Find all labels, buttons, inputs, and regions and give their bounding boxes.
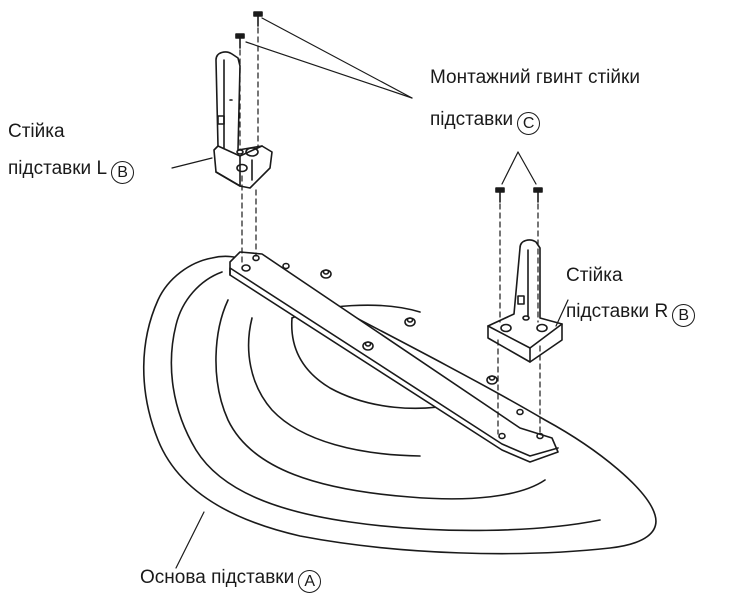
stand-base-outer	[142, 255, 657, 555]
screw-label: Монтажний гвинт стійки	[430, 67, 640, 88]
post-right-label: Стійка	[566, 265, 623, 286]
guide-lines	[239, 27, 541, 435]
stand-base-recess	[215, 299, 546, 500]
marker-b-left: B	[111, 161, 135, 184]
marker-a: A	[298, 570, 322, 593]
mounting-plate-edge	[229, 267, 559, 457]
screw-icon	[253, 11, 263, 27]
stand-post-left	[213, 51, 273, 189]
screw-icon	[495, 187, 505, 203]
marker-b-right: B	[672, 304, 696, 327]
screw-icon	[235, 33, 245, 49]
leader-lines	[171, 17, 569, 569]
stand-base-dome	[290, 317, 456, 410]
stand-post-right	[487, 239, 563, 363]
post-left-label: Стійка	[8, 121, 65, 142]
marker-c: C	[517, 112, 541, 135]
mounting-plate	[229, 251, 559, 463]
stand-base-recess-inner	[247, 317, 421, 457]
screw-icon	[533, 187, 543, 203]
stand-base-rim	[170, 271, 601, 532]
